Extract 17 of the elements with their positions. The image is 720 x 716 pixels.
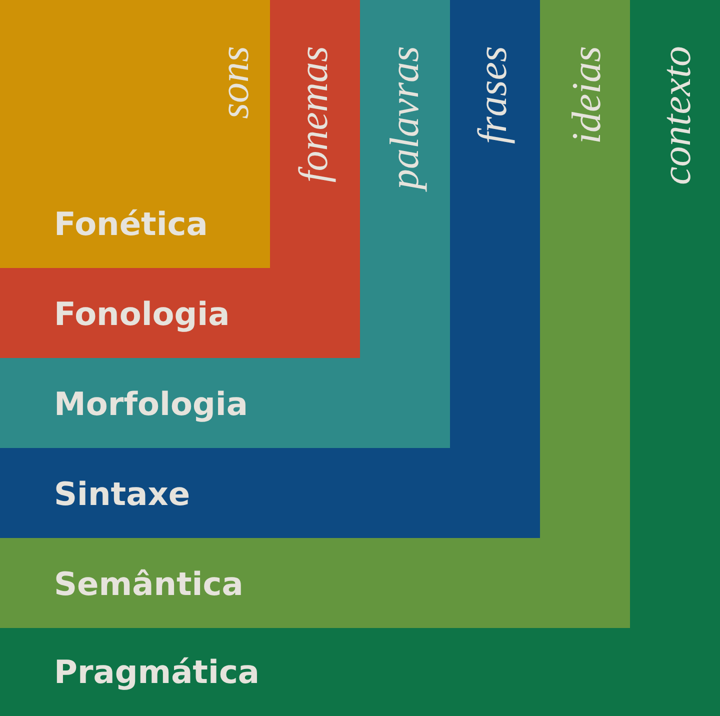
level-heading: Semântica xyxy=(54,564,244,604)
vertical-label: ideias xyxy=(564,46,608,144)
layer-panel xyxy=(0,0,540,538)
vertical-label: fonemas xyxy=(291,46,335,183)
layer-panel xyxy=(0,0,450,448)
level-heading: Pragmática xyxy=(54,652,260,692)
level-heading: Fonologia xyxy=(54,294,230,334)
level-heading: Sintaxe xyxy=(54,474,190,514)
vertical-label: palavras xyxy=(382,46,426,190)
vertical-label: contexto xyxy=(654,46,698,185)
layer-panel xyxy=(0,0,270,268)
level-heading: Morfologia xyxy=(54,384,248,424)
level-heading: Fonética xyxy=(54,204,208,244)
vertical-label: sons xyxy=(212,46,256,119)
layer-panel xyxy=(0,0,630,628)
layer-panel xyxy=(0,0,360,358)
vertical-label: frases xyxy=(470,46,514,144)
